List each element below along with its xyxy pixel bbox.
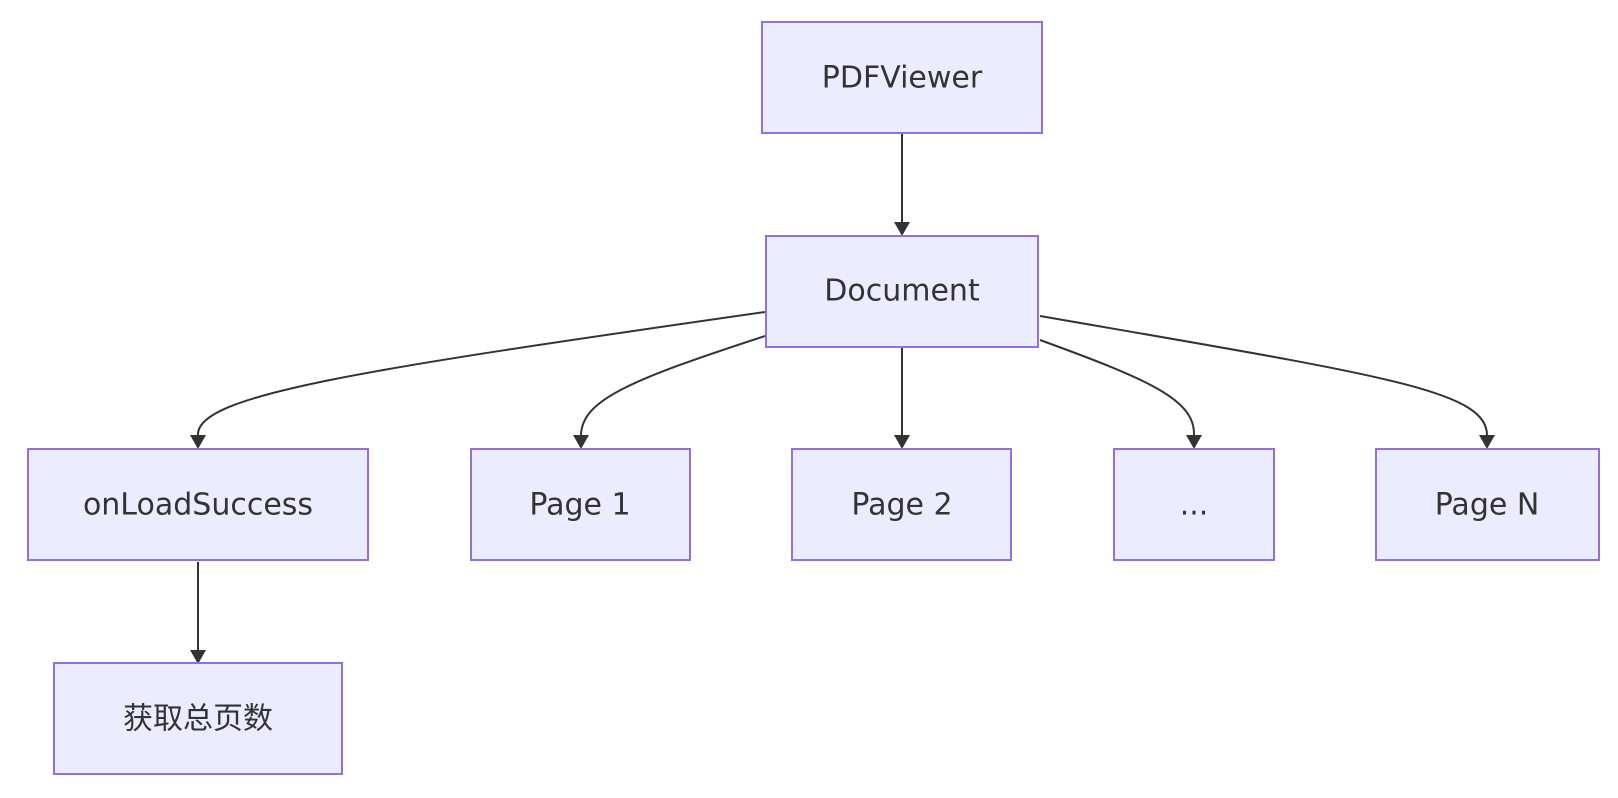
edges: [190, 133, 1495, 664]
node-pagen: Page N: [1375, 448, 1600, 561]
node-get-total-pages: 获取总页数: [53, 662, 343, 775]
arrowhead-document: [894, 222, 910, 236]
arrowhead-page2: [894, 435, 910, 449]
arrowhead-get-total-pages: [190, 650, 206, 664]
node-page1: Page 1: [470, 448, 691, 561]
node-ellipsis-label: ...: [1180, 488, 1209, 523]
node-page2: Page 2: [791, 448, 1012, 561]
node-page2-box: [791, 448, 1012, 561]
node-pagen-label: Page N: [1435, 488, 1540, 523]
edge-document-page1: [580, 335, 766, 436]
edge-document-pagen: [1039, 315, 1488, 436]
arrowhead-onloadsuccess: [190, 435, 206, 449]
node-onloadsuccess-label: onLoadSuccess: [83, 488, 313, 523]
arrowhead-page1: [573, 435, 589, 449]
edge-document-onloadsuccess: [196, 311, 766, 436]
node-page1-label: Page 1: [529, 488, 630, 523]
node-get-total-pages-box: [53, 662, 343, 775]
node-get-total-pages-label: 获取总页数: [123, 702, 273, 737]
node-onloadsuccess: onLoadSuccess: [27, 448, 369, 561]
node-pagen-box: [1375, 448, 1600, 561]
node-document-box: [765, 235, 1039, 348]
node-onloadsuccess-box: [27, 448, 369, 561]
node-page1-box: [470, 448, 691, 561]
arrowhead-ellipsis: [1186, 435, 1202, 449]
node-ellipsis-box: [1113, 448, 1275, 561]
node-pdfviewer-box: [761, 21, 1043, 134]
node-pdfviewer: PDFViewer: [761, 21, 1043, 134]
edge-document-ellipsis: [1039, 339, 1196, 436]
node-pdfviewer-label: PDFViewer: [822, 61, 983, 96]
node-document-label: Document: [824, 274, 980, 309]
arrowhead-pagen: [1479, 435, 1495, 449]
node-document: Document: [765, 235, 1039, 348]
node-ellipsis: ...: [1113, 448, 1275, 561]
node-page2-label: Page 2: [851, 488, 952, 523]
